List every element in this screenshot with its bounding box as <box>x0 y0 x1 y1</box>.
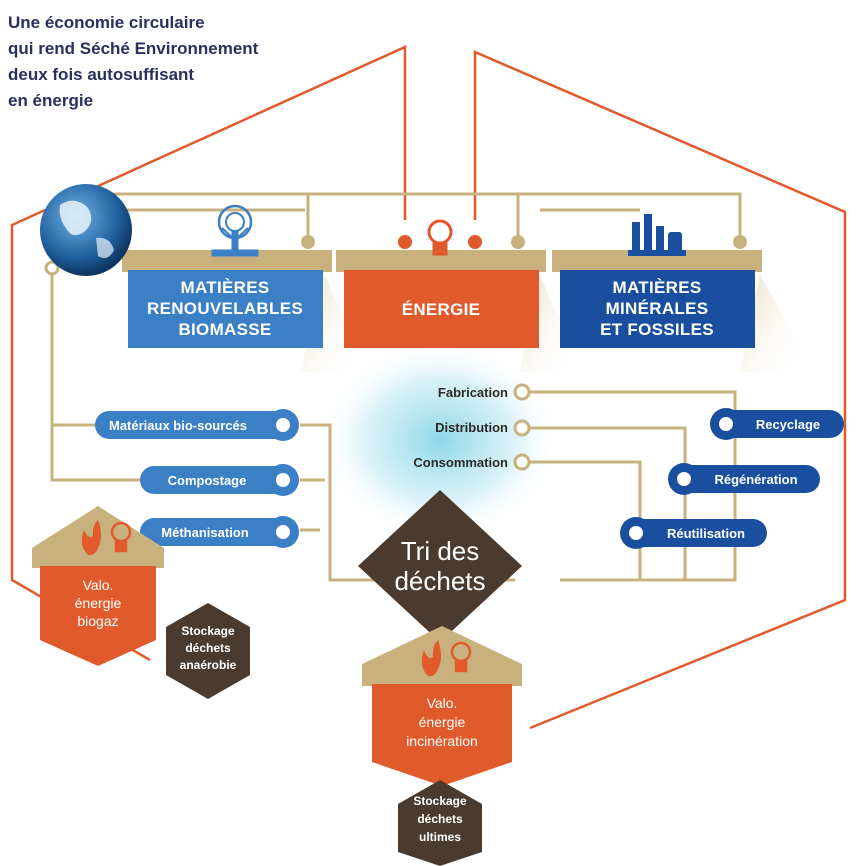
category-energie: ÉNERGIE <box>344 270 539 348</box>
hexagon-frame-right <box>473 50 847 730</box>
svg-text:qui rend Séché Environnement: qui rend Séché Environnement <box>8 39 259 58</box>
pill-compostage: Compostage <box>140 464 299 496</box>
tree-icon <box>211 204 259 257</box>
svg-text:MATIÈRES: MATIÈRES <box>613 278 702 297</box>
shelf <box>552 250 762 272</box>
lightbulb-icon <box>450 641 472 673</box>
svg-text:deux fois autosuffisant: deux fois autosuffisant <box>8 65 194 84</box>
flow-step-distribution: Distribution <box>435 419 531 437</box>
svg-text:Recyclage: Recyclage <box>756 417 820 432</box>
category-renouvelables: MATIÈRES RENOUVELABLES BIOMASSE <box>128 270 323 348</box>
flame-icon <box>421 640 441 677</box>
svg-text:biogaz: biogaz <box>77 613 118 629</box>
center-glow <box>320 340 560 540</box>
pill-recyclage: Recyclage <box>710 408 844 440</box>
svg-text:Valo.: Valo. <box>427 695 458 711</box>
svg-text:anaérobie: anaérobie <box>180 658 237 672</box>
pill-reutilisation: Réutilisation <box>620 517 767 549</box>
connector-dot <box>468 235 482 249</box>
flow-step-consommation: Consommation <box>413 453 531 471</box>
pill-regeneration: Régénération <box>668 463 820 495</box>
svg-text:Distribution: Distribution <box>435 420 508 435</box>
shelf <box>122 250 332 272</box>
svg-text:ultimes: ultimes <box>419 830 461 844</box>
svg-text:Réutilisation: Réutilisation <box>667 526 745 541</box>
flow-step-fabrication: Fabrication <box>438 383 531 401</box>
svg-text:MINÉRALES: MINÉRALES <box>606 299 709 318</box>
globe-icon <box>40 184 132 276</box>
svg-text:MATIÈRES: MATIÈRES <box>181 278 270 297</box>
svg-text:BIOMASSE: BIOMASSE <box>178 320 271 339</box>
svg-text:RENOUVELABLES: RENOUVELABLES <box>147 299 303 318</box>
svg-text:en énergie: en énergie <box>8 91 93 110</box>
svg-text:incinération: incinération <box>406 733 478 749</box>
pill-methanisation: Méthanisation <box>140 516 299 548</box>
svg-text:Matériaux bio-sourcés: Matériaux bio-sourcés <box>109 418 247 433</box>
connector-dot <box>44 260 60 276</box>
connector-dot <box>301 235 315 249</box>
svg-text:énergie: énergie <box>75 595 122 611</box>
svg-text:Fabrication: Fabrication <box>438 385 508 400</box>
svg-text:Consommation: Consommation <box>413 455 508 470</box>
connector-dot <box>398 235 412 249</box>
category-minerales: MATIÈRES MINÉRALES ET FOSSILES <box>560 270 755 348</box>
stockage-ultimes: Stockage déchets ultimes <box>398 780 482 866</box>
connector-dot <box>733 235 747 249</box>
svg-text:déchets: déchets <box>185 641 231 655</box>
svg-text:Stockage: Stockage <box>413 794 467 808</box>
flame-icon <box>81 520 101 556</box>
svg-text:Valo.: Valo. <box>83 577 114 593</box>
title: Une économie circulaire qui rend Séché E… <box>8 13 259 110</box>
svg-text:déchets: déchets <box>417 812 463 826</box>
svg-text:Une économie circulaire: Une économie circulaire <box>8 13 205 32</box>
lightbulb-icon <box>427 219 453 256</box>
pill-materiaux-bio-sources: Matériaux bio-sourcés <box>95 409 299 441</box>
connector-dot <box>511 235 525 249</box>
stockage-anaerobie: Stockage déchets anaérobie <box>166 603 250 699</box>
svg-text:Compostage: Compostage <box>168 473 247 488</box>
svg-text:Stockage: Stockage <box>181 624 235 638</box>
svg-text:Méthanisation: Méthanisation <box>161 525 248 540</box>
valo-incineration: Valo. énergie incinération <box>362 626 522 786</box>
svg-text:ET FOSSILES: ET FOSSILES <box>600 320 714 339</box>
shelf <box>336 250 546 272</box>
tri-des-dechets: Tri des déchets <box>358 490 522 642</box>
svg-text:ÉNERGIE: ÉNERGIE <box>402 300 481 319</box>
lightbulb-icon <box>110 521 132 553</box>
factory-icon <box>628 214 686 256</box>
svg-text:énergie: énergie <box>419 714 466 730</box>
svg-text:Régénération: Régénération <box>714 472 797 487</box>
svg-text:déchets: déchets <box>394 566 485 596</box>
svg-text:Tri des: Tri des <box>401 536 480 566</box>
